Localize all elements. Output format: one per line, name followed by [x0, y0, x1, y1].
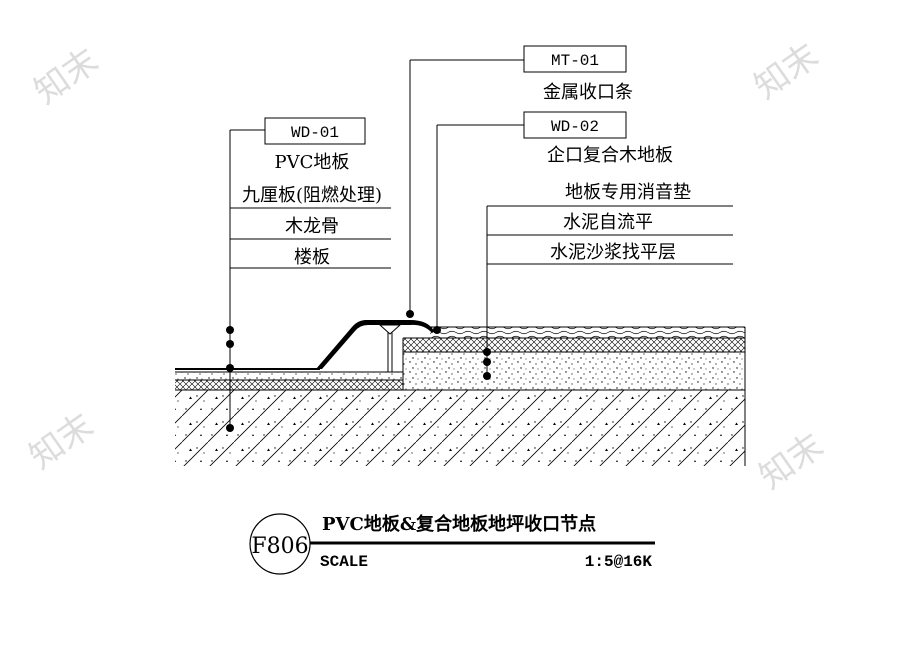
- callout-self-leveling: 水泥自流平: [563, 212, 653, 233]
- tag-mt-01-label: MT-01: [551, 52, 599, 70]
- tag-mt-01: MT-01: [523, 45, 627, 73]
- callout-floor-slab: 楼板: [294, 247, 330, 268]
- callout-plywood: 九厘板(阻燃处理): [242, 185, 382, 206]
- tag-wd-02-label: WD-02: [551, 118, 599, 136]
- callout-sound-pad: 地板专用消音垫: [565, 182, 691, 203]
- callout-screed: 水泥沙浆找平层: [550, 242, 676, 263]
- callout-wood-joist: 木龙骨: [285, 216, 339, 237]
- callout-metal-strip: 金属收口条: [543, 82, 633, 103]
- scale-value: 1:5@16K: [585, 553, 653, 571]
- callout-engineered-wood: 企口复合木地板: [547, 145, 673, 166]
- watermark: 知末: [27, 41, 106, 113]
- metal-transition-strip: [316, 320, 434, 372]
- leader-lines: [226, 59, 524, 432]
- tag-wd-01: WD-01: [264, 117, 366, 145]
- right-callout-list: 企口复合木地板 地板专用消音垫 水泥自流平 水泥沙浆找平层: [487, 145, 733, 265]
- title-block: F806 PVC地板&复合地板地坪收口节点 SCALE 1:5@16K: [249, 513, 655, 575]
- pvc-floor-build-up: [175, 338, 404, 390]
- callout-pvc-floor: PVC地板: [275, 152, 350, 173]
- floor-slab: [175, 389, 745, 466]
- tag-wd-02: WD-02: [523, 111, 627, 139]
- tag-wd-01-label: WD-01: [291, 124, 339, 142]
- watermark: 知末: [22, 406, 101, 478]
- detail-title: PVC地板&复合地板地坪收口节点: [322, 513, 596, 535]
- left-callout-list: PVC地板 九厘板(阻燃处理) 木龙骨 楼板: [230, 152, 391, 269]
- watermark: 知末: [747, 36, 826, 108]
- watermark: 知末: [752, 426, 831, 498]
- scale-label: SCALE: [320, 553, 368, 571]
- detail-badge: F806: [251, 534, 308, 559]
